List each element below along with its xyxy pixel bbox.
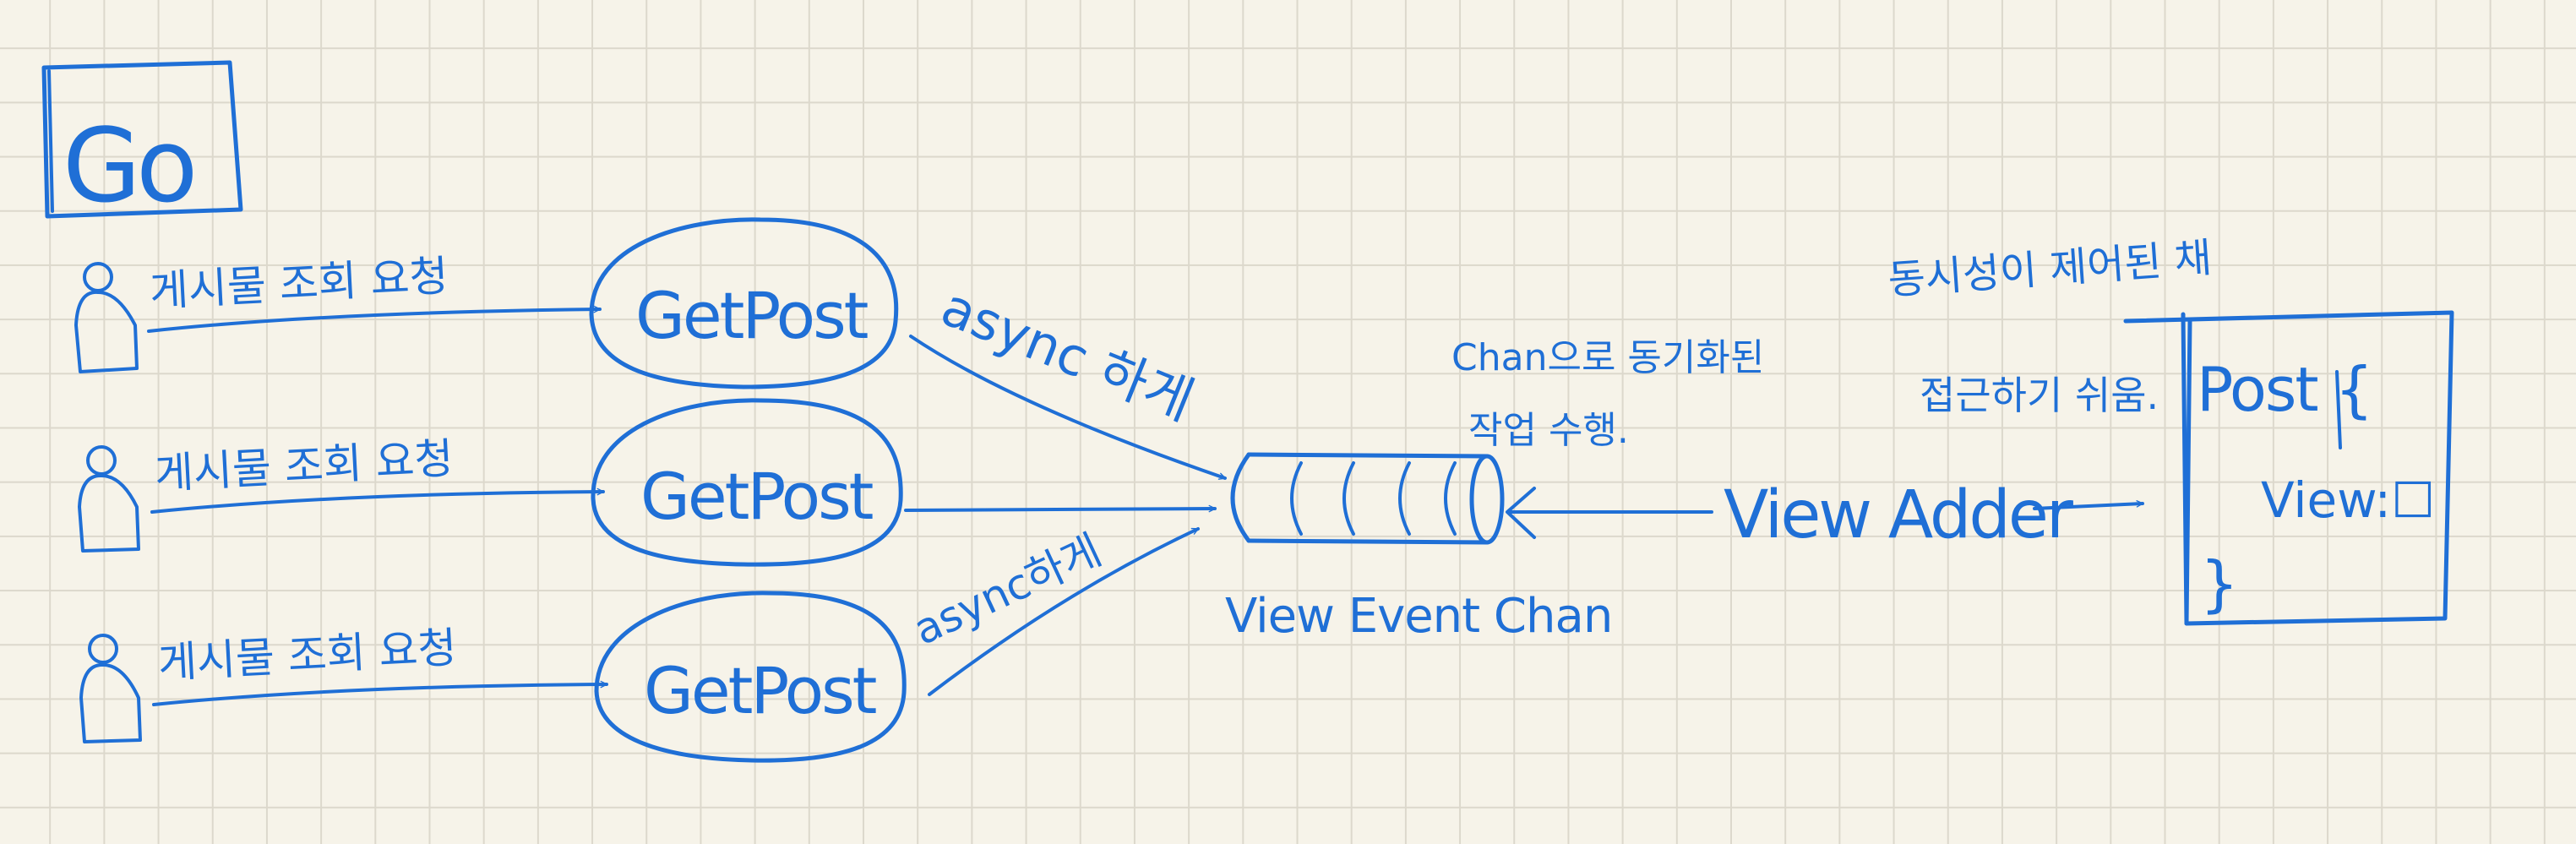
request-label: 게시물 조회 요청: [154, 434, 455, 498]
post-brace-tail: [2335, 370, 2342, 449]
sync-arrow-middle: [904, 509, 1217, 510]
post-footer: }: [2200, 548, 2239, 619]
getpost-node: GetPost: [594, 591, 907, 763]
async-label-bottom: async하게: [907, 525, 1109, 655]
title-text: Go: [63, 108, 193, 226]
async-label-top: async 하게: [933, 275, 1202, 432]
request-label: 게시물 조회 요청: [157, 623, 458, 688]
getpost-label: GetPost: [635, 278, 868, 353]
post-struct-box: Post { View:☐ }: [2123, 310, 2454, 626]
request-row-2: 게시물 조회 요청 GetPost: [78, 398, 903, 567]
post-field: View:☐: [2261, 471, 2435, 529]
adder-to-post-arrow: [2033, 504, 2144, 510]
title-box: Go: [41, 60, 243, 226]
getpost-label: GetPost: [640, 459, 873, 534]
request-row-3: 게시물 조회 요청 GetPost: [79, 591, 907, 763]
getpost-node: GetPost: [591, 398, 903, 567]
user-icon: [79, 634, 142, 743]
async-arrow-top: [909, 335, 1227, 480]
request-label: 게시물 조회 요청: [149, 252, 449, 316]
getpost-label: GetPost: [644, 653, 876, 728]
channel-label: View Event Chan: [1225, 589, 1612, 644]
getpost-node: GetPost: [589, 217, 899, 389]
channel-note-line1: Chan으로 동기화된: [1451, 336, 1764, 379]
post-note-line1: 동시성이 제어된 채: [1887, 234, 2214, 304]
request-row-1: 게시물 조회 요청 GetPost: [74, 217, 899, 389]
post-header: Post {: [2197, 354, 2372, 425]
user-icon: [78, 445, 140, 553]
channel-note-line2: 작업 수행.: [1468, 409, 1629, 452]
view-event-channel: [1230, 452, 1505, 545]
view-adder-label: View Adder: [1724, 477, 2074, 553]
user-icon: [74, 262, 139, 373]
adder-arrowhead: [1506, 487, 1536, 539]
post-note-line2: 접근하기 쉬움.: [1920, 373, 2159, 418]
async-arrow-bottom: [928, 527, 1200, 696]
